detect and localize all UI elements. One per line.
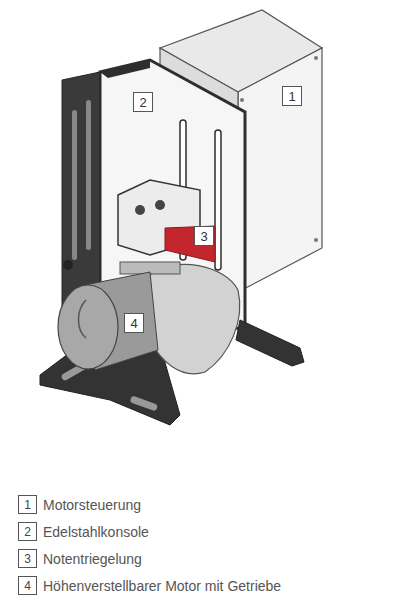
legend-item: 3 Notentriegelung xyxy=(18,549,142,568)
slot xyxy=(72,110,77,260)
legend-item: 4 Höhenverstellbarer Motor mit Getriebe xyxy=(18,576,281,595)
callout-box: 3 xyxy=(194,226,214,246)
slot xyxy=(86,100,91,250)
foot-slot xyxy=(129,395,158,411)
legend-text: Höhenverstellbarer Motor mit Getriebe xyxy=(43,578,281,594)
release-lever xyxy=(165,226,215,262)
bolt xyxy=(155,200,165,210)
enclosure-front xyxy=(238,48,322,292)
legend-item: 2 Edelstahlkonsole xyxy=(18,522,149,541)
gearbox xyxy=(150,264,240,373)
motor-detail xyxy=(79,300,87,338)
legend-number: 1 xyxy=(18,495,37,514)
legend-number: 2 xyxy=(18,522,37,541)
callout-box: 4 xyxy=(124,313,144,333)
legend-item: 1 Motorsteuerung xyxy=(18,495,141,514)
legend-text: Motorsteuerung xyxy=(43,497,141,513)
callout-number: 2 xyxy=(139,96,146,109)
screw xyxy=(314,56,318,60)
callout-number: 3 xyxy=(200,230,207,243)
legend-text: Notentriegelung xyxy=(43,551,142,567)
callout-box: 1 xyxy=(282,86,302,106)
screw xyxy=(240,98,244,102)
bracket-edge xyxy=(100,60,150,78)
callout-number: 4 xyxy=(130,317,137,330)
legend-number: 4 xyxy=(18,576,37,595)
slot xyxy=(215,130,221,270)
legend-number: 3 xyxy=(18,549,37,568)
legend-text: Edelstahlkonsole xyxy=(43,524,149,540)
screw xyxy=(314,238,318,242)
motor-endcap xyxy=(58,285,118,369)
callout-number: 1 xyxy=(288,90,295,103)
callout-box: 2 xyxy=(133,92,153,112)
bolt xyxy=(135,205,145,215)
knob xyxy=(63,260,73,270)
bracket-foot xyxy=(236,320,304,366)
